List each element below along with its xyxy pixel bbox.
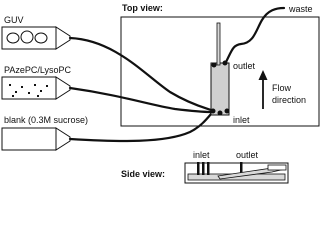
- flow-direction-arrow: [258, 70, 268, 109]
- syringe-guv: [1, 26, 71, 50]
- waste-label: waste: [288, 4, 313, 14]
- flow-label-line2: direction: [272, 95, 306, 105]
- flow-label-line1: Flow: [272, 83, 292, 93]
- microfluidic-chip-side: [184, 162, 289, 184]
- tube-pazepc: [68, 86, 213, 114]
- vesicle-icon: [6, 32, 20, 44]
- side-inlet-label: inlet: [193, 150, 210, 160]
- syringe-blank-barrel: [1, 127, 57, 151]
- top-inlet-label: inlet: [233, 115, 250, 125]
- tube-waste: [224, 6, 286, 64]
- microfluidic-chip-top: [210, 22, 230, 116]
- tube-guv: [68, 36, 213, 112]
- side-outlet-tube: [240, 162, 243, 175]
- inlet-port-icon: [224, 108, 230, 114]
- side-outlet-label: outlet: [236, 150, 259, 160]
- lipid-particles-icon: [9, 84, 48, 97]
- syringe-pazepc-label: PAzePC/LysoPC: [4, 65, 72, 75]
- top-view-title: Top view:: [122, 3, 163, 13]
- syringe-blank: [1, 127, 71, 151]
- tubing: [68, 6, 286, 143]
- side-inlet-tube: [202, 162, 205, 175]
- chip-body: [210, 62, 230, 116]
- side-needle-hub: [267, 164, 287, 171]
- inlet-port-icon: [210, 108, 216, 114]
- outlet-port-icon: [222, 60, 228, 66]
- syringe-guv-tip: [55, 26, 71, 50]
- vesicle-icon: [34, 32, 48, 44]
- syringe-pazepc-barrel: [1, 76, 57, 100]
- syringe-blank-label: blank (0.3M sucrose): [4, 115, 88, 125]
- microfluidic-setup-diagram: GUV PAzePC/LysoPC blank (0.3M sucrose) T…: [1, 3, 320, 184]
- top-outlet-label: outlet: [233, 61, 256, 71]
- observation-needle: [216, 22, 221, 66]
- side-inlet-tube: [197, 162, 200, 175]
- syringe-pazepc-tip: [55, 76, 71, 100]
- syringe-guv-label: GUV: [4, 15, 24, 25]
- syringe-blank-tip: [55, 127, 71, 151]
- syringe-pazepc-lysopc: [1, 76, 71, 100]
- side-view-title: Side view:: [121, 169, 165, 179]
- outlet-port-icon: [211, 62, 217, 68]
- inlet-port-icon: [217, 110, 223, 116]
- side-inlet-tube: [207, 162, 210, 175]
- vesicle-icon: [20, 30, 34, 44]
- tube-blank: [68, 112, 213, 143]
